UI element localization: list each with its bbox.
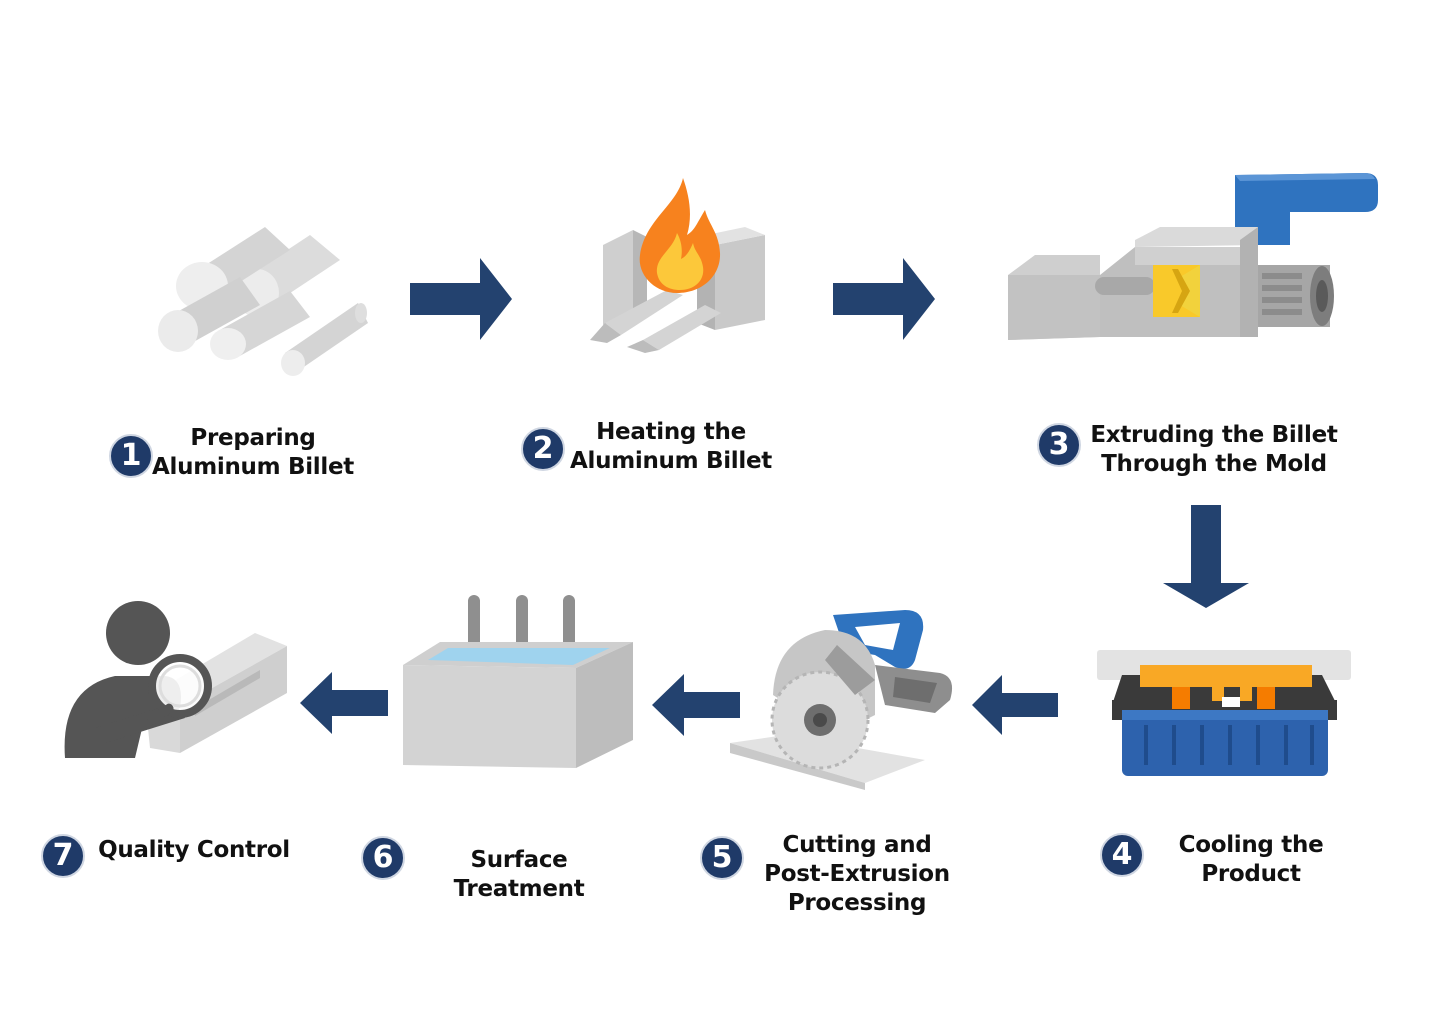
step-label-line: Processing <box>787 890 927 916</box>
step-label: Preparing Aluminum Billet <box>143 424 363 482</box>
step-label-line: Quality Control <box>98 837 290 863</box>
step-label: Cooling the Product <box>1156 831 1346 889</box>
step-label-line: Through the Mold <box>1101 451 1327 477</box>
step-label-line: Aluminum Billet <box>570 448 772 474</box>
step-label-line: Post-Extrusion <box>764 861 950 887</box>
step-number-badge: 6 <box>361 836 405 880</box>
step-label-line: Aluminum Billet <box>152 454 354 480</box>
circular-saw-icon <box>730 610 953 790</box>
left-arrow-icon <box>652 674 740 736</box>
furnace-flame-icon <box>590 178 765 353</box>
step-number-badge: 3 <box>1037 423 1081 467</box>
step-label: Extruding the Billet Through the Mold <box>1083 421 1345 479</box>
step-label: Surface Treatment <box>431 846 607 904</box>
step-label-line: Surface <box>470 847 568 873</box>
down-arrow-icon <box>1163 505 1249 608</box>
step-label-line: Cutting and <box>782 832 932 858</box>
step-label: Cutting and Post-Extrusion Processing <box>748 831 966 918</box>
treatment-tank-icon <box>403 595 633 768</box>
step-number-badge: 1 <box>109 434 153 478</box>
step-label-line: Product <box>1201 861 1301 887</box>
step-label-line: Preparing <box>190 425 316 451</box>
left-arrow-icon <box>972 675 1058 735</box>
inspector-magnifier-icon <box>64 601 287 758</box>
right-arrow-icon <box>410 258 512 340</box>
right-arrow-icon <box>833 258 935 340</box>
extrusion-press-icon <box>1008 173 1378 340</box>
step-number-badge: 7 <box>41 834 85 878</box>
step-label: Heating the Aluminum Billet <box>561 418 781 476</box>
step-label-line: Extruding the Billet <box>1090 422 1338 448</box>
aluminum-billets-icon <box>158 227 368 376</box>
step-label-line: Heating the <box>596 419 746 445</box>
step-number-badge: 2 <box>521 427 565 471</box>
step-number-badge: 4 <box>1100 833 1144 877</box>
step-label-line: Treatment <box>453 876 585 902</box>
step-label: Quality Control <box>94 836 294 865</box>
step-number-badge: 5 <box>700 836 744 880</box>
left-arrow-icon <box>300 672 388 734</box>
step-label-line: Cooling the <box>1178 832 1324 858</box>
cooling-mold-icon <box>1097 650 1351 776</box>
